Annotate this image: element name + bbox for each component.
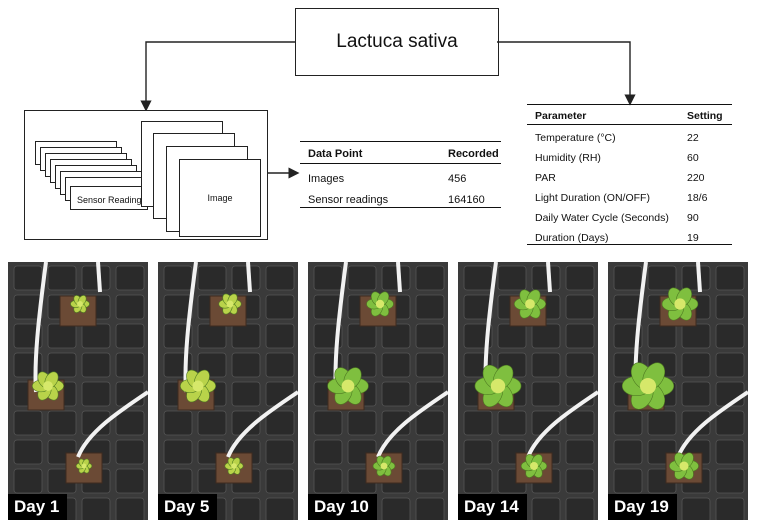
day-label: Day 1: [8, 494, 68, 520]
connector-arrows: [140, 41, 636, 179]
growth-photo: Day 19: [608, 262, 748, 520]
day-label: Day 14: [458, 494, 527, 520]
tray-image: [158, 262, 298, 520]
table-row: Daily Water Cycle (Seconds)90: [535, 212, 699, 224]
sensor-reading-label: Sensor Reading: [77, 195, 142, 205]
data-diagram: Sensor Reading Image: [24, 110, 268, 240]
table-row: Duration (Days)19: [535, 232, 699, 244]
table-row: Images 456: [308, 172, 467, 185]
day-label: Day 5: [158, 494, 218, 520]
lettuce-plant: [520, 454, 548, 478]
lettuce-plant: [32, 371, 64, 401]
arrow-title-to-params: [497, 41, 636, 106]
table-row: Sensor readings 164160: [308, 193, 485, 206]
image-label: Image: [207, 193, 233, 203]
lettuce-plant: [372, 455, 396, 477]
growth-photo: Day 14: [458, 262, 598, 520]
table-row: Humidity (RH)60: [535, 152, 699, 164]
lettuce-plant: [669, 452, 699, 480]
lettuce-plant: [224, 457, 244, 475]
data-point-table: Data Point Recorded Images 456 Sensor re…: [304, 146, 503, 210]
tray-image: [458, 262, 598, 520]
lettuce-plant: [621, 362, 675, 410]
day-label: Day 19: [608, 494, 677, 520]
lettuce-plant: [366, 291, 394, 317]
lettuce-plant: [661, 287, 699, 321]
lettuce-plant: [514, 289, 546, 319]
title-text: Lactuca sativa: [336, 31, 458, 52]
title-box: Lactuca sativa: [295, 8, 499, 76]
col-header-parameter: Parameter: [535, 109, 587, 122]
day-label: Day 10: [308, 494, 377, 520]
table-row: Temperature (°C)22: [535, 132, 699, 144]
param-rule-mid: [527, 124, 732, 125]
param-rule-top: [527, 104, 732, 105]
col-header-data-point: Data Point: [308, 148, 363, 160]
lettuce-plant: [327, 367, 369, 405]
table-rule-mid: [300, 163, 501, 164]
col-header-setting: Setting: [687, 109, 723, 122]
lettuce-plant: [474, 364, 522, 408]
param-rule-bottom: [527, 244, 732, 245]
table-rule-top: [300, 141, 501, 142]
lettuce-plant: [75, 458, 93, 474]
sensor-sheet-front: Sensor Reading: [70, 186, 148, 210]
arrow-title-to-diagram: [140, 41, 295, 112]
growth-photo: Day 5: [158, 262, 298, 520]
col-header-recorded: Recorded: [448, 148, 499, 160]
growth-photo: Day 10: [308, 262, 448, 520]
table-rule-bottom: [300, 207, 501, 208]
tray-image: [608, 262, 748, 520]
parameter-table: Parameter Setting Temperature (°C)22 Hum…: [531, 108, 727, 248]
table-row: Light Duration (ON/OFF)18/6: [535, 192, 708, 204]
lettuce-plant: [180, 369, 216, 403]
tray-image: [308, 262, 448, 520]
growth-photo: Day 1: [8, 262, 148, 520]
lettuce-plant: [70, 295, 90, 313]
tray-image: [8, 262, 148, 520]
lettuce-plant: [218, 293, 242, 315]
image-sheet-front: Image: [179, 159, 261, 237]
